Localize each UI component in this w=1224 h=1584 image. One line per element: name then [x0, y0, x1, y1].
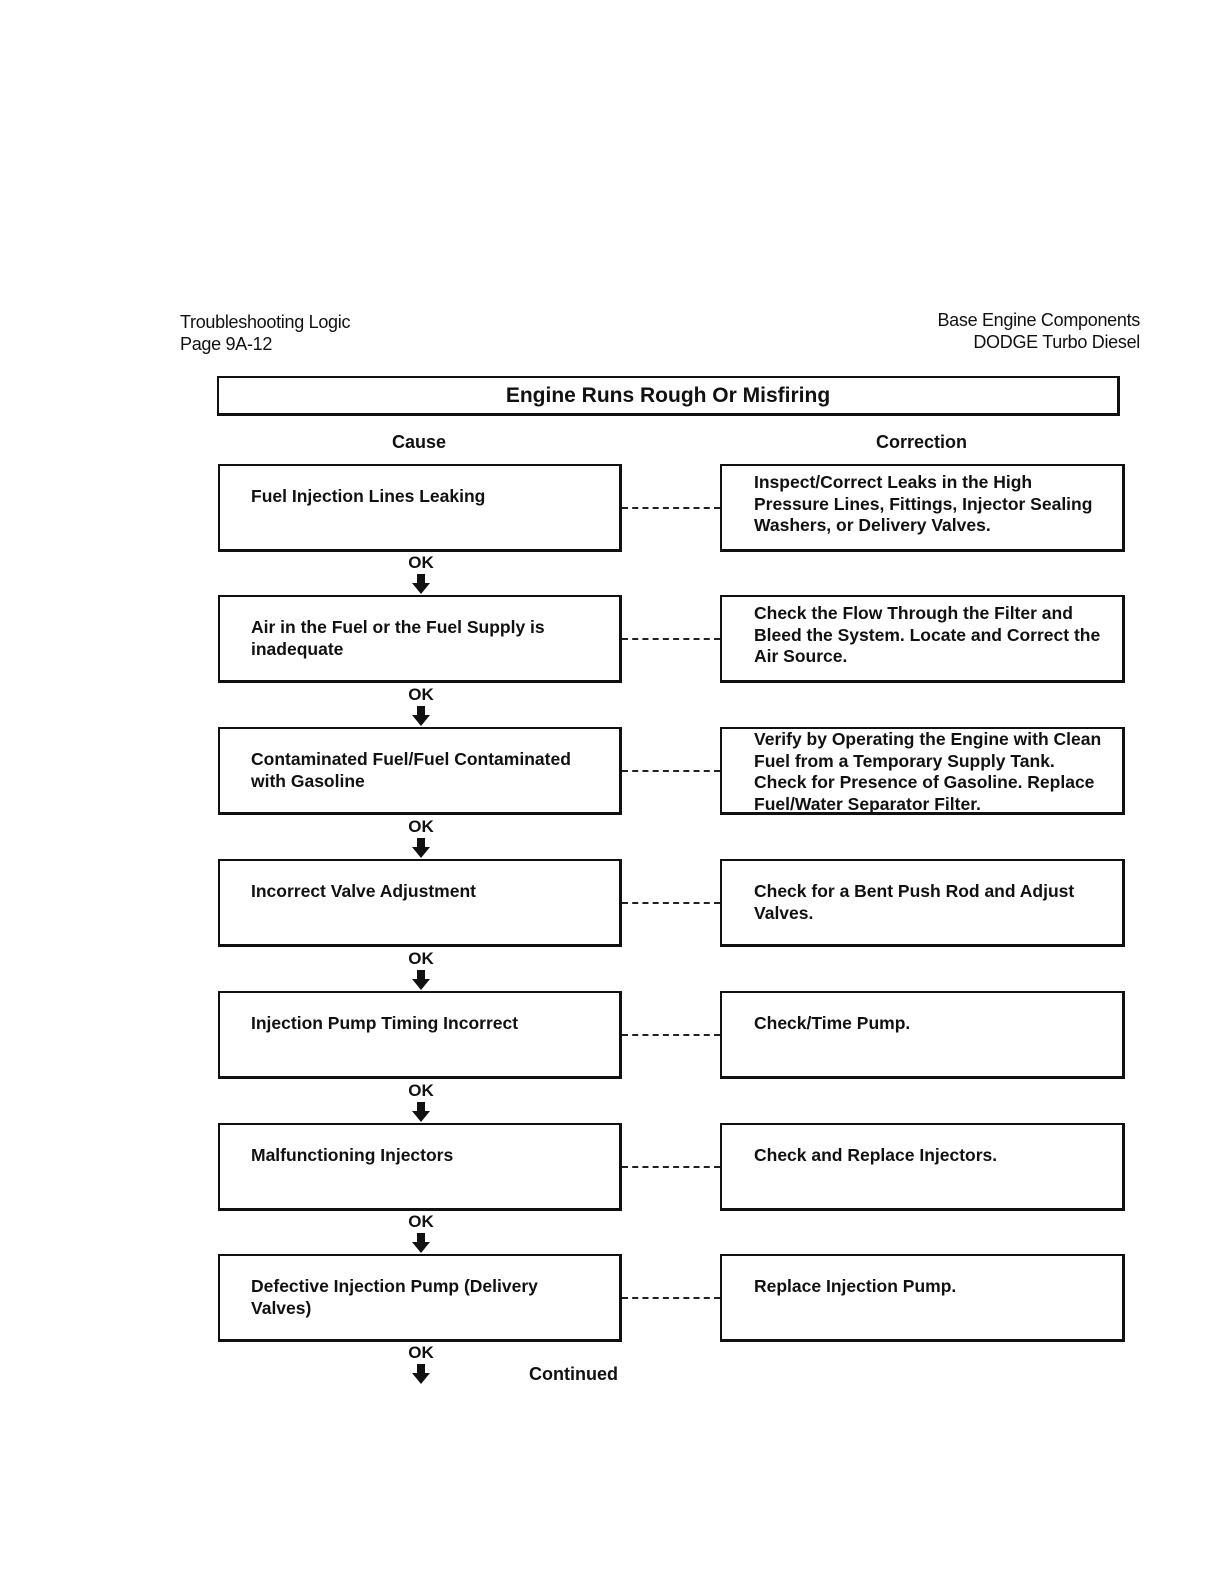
- ok-label-6: OK: [408, 1212, 434, 1231]
- header-vehicle: DODGE Turbo Diesel: [973, 332, 1140, 352]
- correction-column-heading: Correction: [876, 432, 968, 452]
- correction-box-2: Check the Flow Through the Filter and Bl…: [720, 595, 1125, 683]
- cause-text-1: Fuel Injection Lines Leaking: [251, 486, 486, 506]
- correction-text-7: Replace Injection Pump.: [754, 1276, 957, 1296]
- cause-text-7: Defective Injection Pump (Delivery Valve…: [251, 1276, 538, 1318]
- connector-line-3: [622, 770, 720, 772]
- down-arrow-icon: [412, 706, 430, 726]
- down-arrow-icon: [412, 970, 430, 990]
- correction-box-5: Check/Time Pump.: [720, 991, 1125, 1079]
- cause-text-6: Malfunctioning Injectors: [251, 1145, 454, 1165]
- ok-label-1: OK: [408, 553, 434, 572]
- cause-box-4: Incorrect Valve Adjustment: [218, 859, 622, 947]
- down-arrow-icon: [412, 574, 430, 594]
- ok-label-5: OK: [408, 1081, 434, 1100]
- cause-box-3: Contaminated Fuel/Fuel Contaminated with…: [218, 727, 622, 815]
- down-arrow-icon: [412, 838, 430, 858]
- cause-box-5: Injection Pump Timing Incorrect: [218, 991, 622, 1079]
- header-right: Base Engine Components DODGE Turbo Diese…: [937, 309, 1140, 353]
- ok-label-3: OK: [408, 817, 434, 836]
- correction-text-3: Verify by Operating the Engine with Clea…: [754, 729, 1102, 814]
- correction-text-6: Check and Replace Injectors.: [754, 1145, 998, 1165]
- correction-text-2: Check the Flow Through the Filter and Bl…: [754, 603, 1101, 666]
- cause-box-7: Defective Injection Pump (Delivery Valve…: [218, 1254, 622, 1342]
- correction-box-4: Check for a Bent Push Rod and Adjust Val…: [720, 859, 1125, 947]
- connector-line-7: [622, 1297, 720, 1299]
- header-left: Troubleshooting Logic Page 9A-12: [180, 311, 350, 355]
- correction-box-6: Check and Replace Injectors.: [720, 1123, 1125, 1211]
- header-section-title: Troubleshooting Logic: [180, 312, 351, 332]
- chart-title: Engine Runs Rough Or Misfiring: [505, 383, 831, 407]
- connector-line-5: [622, 1034, 720, 1036]
- correction-text-4: Check for a Bent Push Rod and Adjust Val…: [754, 881, 1075, 923]
- ok-label-7: OK: [408, 1343, 434, 1362]
- cause-text-2: Air in the Fuel or the Fuel Supply is in…: [251, 617, 545, 659]
- down-arrow-icon: [412, 1364, 430, 1384]
- cause-box-6: Malfunctioning Injectors: [218, 1123, 622, 1211]
- cause-box-1: Fuel Injection Lines Leaking: [218, 464, 622, 552]
- correction-text-1: Inspect/Correct Leaks in the High Pressu…: [754, 472, 1093, 535]
- ok-label-2: OK: [408, 685, 434, 704]
- connector-line-6: [622, 1166, 720, 1168]
- down-arrow-icon: [412, 1102, 430, 1122]
- header-page-number: Page 9A-12: [180, 334, 273, 354]
- ok-label-4: OK: [408, 949, 434, 968]
- correction-box-7: Replace Injection Pump.: [720, 1254, 1125, 1342]
- connector-line-1: [622, 507, 720, 509]
- connector-line-4: [622, 902, 720, 904]
- correction-text-5: Check/Time Pump.: [754, 1013, 911, 1033]
- down-arrow-icon: [412, 1233, 430, 1253]
- correction-box-3: Verify by Operating the Engine with Clea…: [720, 727, 1125, 815]
- header-chapter: Base Engine Components: [937, 310, 1140, 330]
- cause-box-2: Air in the Fuel or the Fuel Supply is in…: [218, 595, 622, 683]
- cause-text-5: Injection Pump Timing Incorrect: [251, 1013, 519, 1033]
- continued-label: Continued: [529, 1364, 618, 1384]
- correction-box-1: Inspect/Correct Leaks in the High Pressu…: [720, 464, 1125, 552]
- connector-line-2: [622, 638, 720, 640]
- cause-column-heading: Cause: [392, 432, 447, 452]
- cause-text-4: Incorrect Valve Adjustment: [251, 881, 476, 901]
- cause-text-3: Contaminated Fuel/Fuel Contaminated with…: [251, 749, 571, 791]
- chart-title-box: Engine Runs Rough Or Misfiring: [217, 376, 1120, 416]
